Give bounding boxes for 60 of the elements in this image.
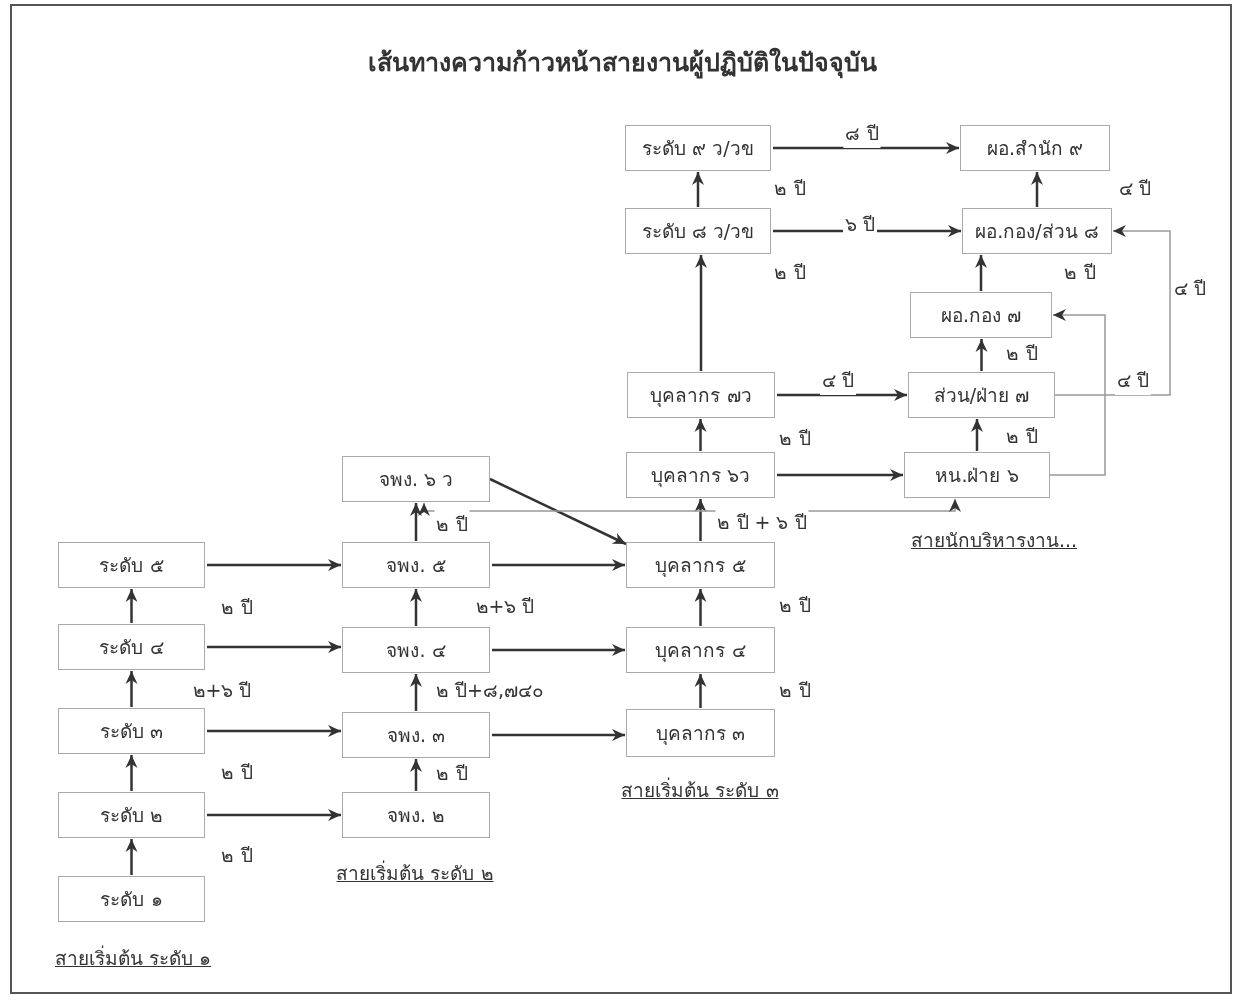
arrow: [773, 225, 961, 237]
arrow: [694, 589, 707, 626]
arrow: [418, 498, 961, 516]
position-box: จพง. ๒: [342, 792, 490, 838]
position-box: ผอ.กอง ๗: [910, 292, 1052, 338]
arrow: [492, 644, 625, 656]
arrow: [410, 674, 422, 711]
arrow: [410, 589, 422, 626]
position-box: ระดับ ๒: [58, 792, 205, 838]
arrow: [692, 172, 704, 207]
position-box: ระดับ ๙ ว/วข: [625, 125, 771, 171]
position-box: ผอ.สำนัก ๙: [960, 125, 1110, 171]
arrow: [1031, 172, 1043, 207]
arrow: [694, 674, 707, 708]
arrow: [975, 255, 987, 291]
arrow: [492, 559, 625, 571]
position-box: ระดับ ๑: [58, 876, 205, 922]
position-box: บุคลากร ๖ว: [626, 452, 775, 498]
position-box: บุคลากร ๔: [626, 627, 775, 673]
position-box: ผอ.กอง/ส่วน ๘: [962, 208, 1112, 254]
arrow: [207, 725, 341, 737]
position-box: ระดับ ๓: [58, 708, 205, 754]
arrow: [1049, 309, 1106, 476]
position-box: จพง. ๕: [342, 542, 490, 588]
arrow: [125, 839, 138, 875]
arrow: [125, 671, 138, 707]
arrow: [410, 503, 422, 541]
track-label: สายเริ่มต้น ระดับ ๒: [336, 859, 494, 886]
position-box: ระดับ ๔: [58, 624, 205, 670]
arrow: [694, 499, 707, 541]
arrow: [207, 809, 341, 821]
arrow: [777, 469, 903, 481]
position-box: จพง. ๔: [342, 627, 490, 673]
title: เส้นทางความก้าวหน้าสายงานผู้ปฏิบัติในปัจจุบัน: [366, 46, 878, 81]
position-box: บุคลากร ๗ว: [627, 372, 775, 418]
position-box: ระดับ ๘ ว/วข: [625, 208, 771, 254]
arrow: [694, 419, 707, 451]
arrow: [695, 255, 707, 371]
position-box: หน.ฝ่าย ๖: [904, 452, 1050, 498]
arrow: [125, 755, 138, 791]
track-label: สายเริ่มต้น ระดับ ๑: [54, 944, 212, 971]
position-box: บุคลากร ๓: [626, 709, 775, 757]
arrow: [971, 419, 983, 451]
position-box: ระดับ ๕: [58, 542, 205, 588]
arrow: [489, 477, 627, 546]
position-box: จพง. ๖ ว: [342, 456, 490, 502]
arrow: [975, 339, 988, 371]
arrow: [410, 759, 422, 791]
arrow: [207, 559, 341, 571]
arrow: [1054, 225, 1171, 396]
arrow: [773, 142, 959, 154]
arrow: [207, 641, 341, 653]
track-label: สายนักบริหารงาน...: [910, 528, 1078, 553]
position-box: ส่วน/ฝ่าย ๗: [908, 372, 1055, 418]
position-box: จพง. ๓: [342, 712, 490, 758]
arrow: [125, 589, 138, 623]
position-box: บุคลากร ๕: [626, 542, 775, 588]
track-label: สายเริ่มต้น ระดับ ๓: [621, 776, 779, 803]
arrow: [492, 729, 625, 741]
arrow: [777, 389, 907, 401]
